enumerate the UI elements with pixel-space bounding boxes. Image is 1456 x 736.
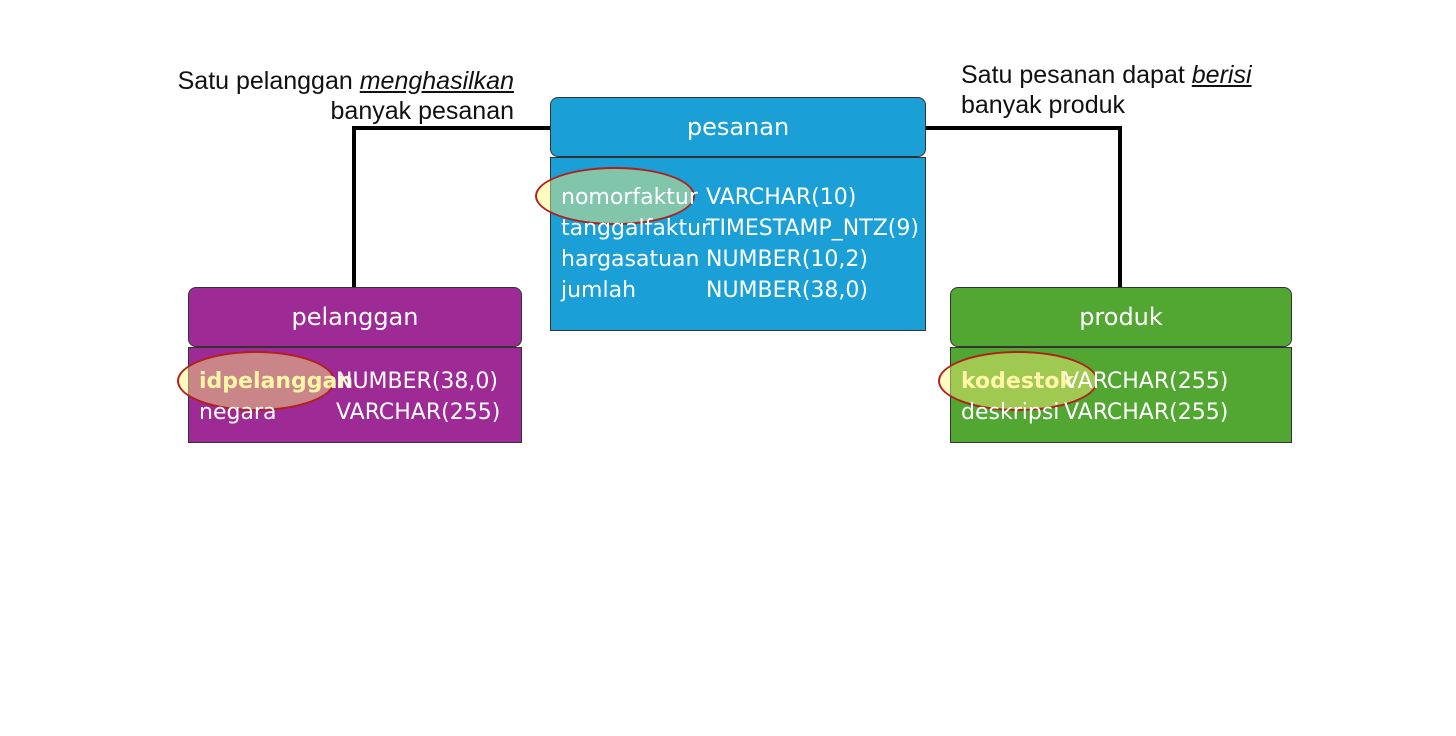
relationship-verb: berisi [1191, 61, 1252, 89]
field-row: nomorfaktur VARCHAR(10) [551, 182, 925, 213]
entity-pesanan: pesanan nomorfaktur VARCHAR(10) tanggalf… [535, 97, 926, 331]
field-type: VARCHAR(10) [706, 185, 857, 210]
field-row: kodestok VARCHAR(255) [951, 366, 1291, 397]
field-name: jumlah [561, 278, 637, 303]
field-name: idpelanggan [199, 369, 354, 394]
field-name: nomorfaktur [561, 185, 698, 210]
field-name: hargasatuan [561, 247, 700, 272]
connector-pelanggan-vertical [352, 126, 356, 288]
field-name: negara [199, 400, 277, 425]
primary-key-highlight [938, 351, 1098, 411]
relationship-line-2: banyak produk [961, 91, 1126, 119]
relationship-line-1: Satu pelanggan menghasilkan [178, 66, 514, 96]
relationship-line-2: banyak pesanan [330, 97, 514, 125]
entity-header-produk: produk [950, 287, 1292, 347]
field-row: deskripsi VARCHAR(255) [951, 397, 1291, 428]
entity-header-pesanan: pesanan [550, 97, 926, 157]
entity-pelanggan: pelanggan idpelanggan NUMBER(38,0) negar… [177, 287, 522, 443]
field-type: VARCHAR(255) [336, 400, 501, 425]
field-type: NUMBER(10,2) [706, 247, 868, 272]
relationship-prefix: Satu pesanan dapat [961, 61, 1185, 89]
relationship-prefix: Satu pelanggan [177, 67, 353, 95]
relationship-verb: menghasilkan [359, 67, 514, 95]
connector-produk-vertical [1118, 126, 1122, 288]
relationship-line-1: Satu pesanan dapat berisi [961, 60, 1252, 90]
field-name: kodestok [961, 369, 1075, 394]
entity-produk: produk kodestok VARCHAR(255) deskripsi V… [938, 287, 1292, 443]
field-row: idpelanggan NUMBER(38,0) [189, 366, 521, 397]
connector-produk-horizontal [924, 126, 1122, 130]
field-type: TIMESTAMP_NTZ(9) [706, 216, 919, 241]
field-type: VARCHAR(255) [1064, 400, 1229, 425]
field-row: tanggalfaktur TIMESTAMP_NTZ(9) [551, 213, 925, 244]
field-row: hargasatuan NUMBER(10,2) [551, 244, 925, 275]
field-row: jumlah NUMBER(38,0) [551, 275, 925, 306]
entity-body-produk: kodestok VARCHAR(255) deskripsi VARCHAR(… [938, 347, 1292, 443]
relationship-label-pelanggan-pesanan: Satu pelanggan menghasilkan banyak pesan… [178, 66, 514, 126]
field-row: negara VARCHAR(255) [189, 397, 521, 428]
field-type: VARCHAR(255) [1064, 369, 1229, 394]
field-name: tanggalfaktur [561, 216, 711, 241]
field-type: NUMBER(38,0) [336, 369, 498, 394]
relationship-label-pesanan-produk: Satu pesanan dapat berisi banyak produk [961, 60, 1252, 120]
field-type: NUMBER(38,0) [706, 278, 868, 303]
entity-header-pelanggan: pelanggan [188, 287, 522, 347]
entity-body-pesanan: nomorfaktur VARCHAR(10) tanggalfaktur TI… [535, 157, 926, 331]
connector-pelanggan-horizontal [352, 126, 552, 130]
primary-key-highlight [177, 351, 335, 411]
field-name: deskripsi [961, 400, 1060, 425]
primary-key-highlight [535, 167, 695, 225]
entity-body-pelanggan: idpelanggan NUMBER(38,0) negara VARCHAR(… [177, 347, 522, 443]
